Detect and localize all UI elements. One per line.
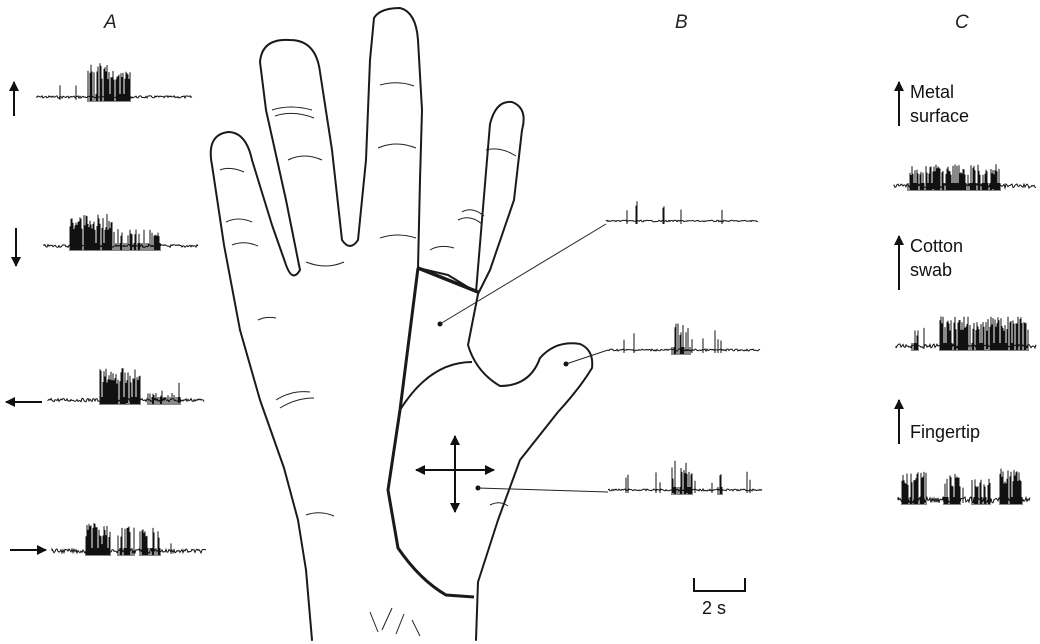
label-cotton-line-2: swab [910, 258, 963, 282]
panel-label-a: A [104, 12, 117, 34]
direction-cross [416, 436, 494, 512]
skin-creases [220, 83, 516, 636]
panel-label-c: C [955, 12, 969, 34]
trace-a-down [44, 214, 198, 251]
label-metal-line-1: Metal [910, 80, 969, 104]
trace-b-thenar [608, 461, 762, 495]
nerve-recordings [36, 63, 1036, 556]
scale-bar-label: 2 s [702, 598, 726, 619]
panel-a-arrows [6, 82, 46, 550]
label-cotton-swab: Cotton swab [910, 234, 963, 282]
leader-lines [440, 224, 608, 492]
label-fingertip: Fingertip [910, 420, 980, 444]
label-metal-surface: Metal surface [910, 80, 969, 128]
trace-a-up [36, 63, 192, 102]
trace-a-left [48, 368, 204, 405]
receptive-region-outline [388, 268, 478, 597]
trace-b-thumb [608, 324, 760, 356]
panel-label-b: B [675, 12, 688, 34]
trace-c-finger [898, 469, 1030, 505]
label-metal-line-2: surface [910, 104, 969, 128]
hand-outline [211, 8, 593, 640]
trace-c-cotton [896, 317, 1036, 352]
trace-a-right [52, 523, 206, 556]
trace-c-metal [894, 164, 1036, 191]
scale-bar [694, 578, 745, 591]
label-cotton-line-1: Cotton [910, 234, 963, 258]
trace-b-index [606, 201, 758, 224]
